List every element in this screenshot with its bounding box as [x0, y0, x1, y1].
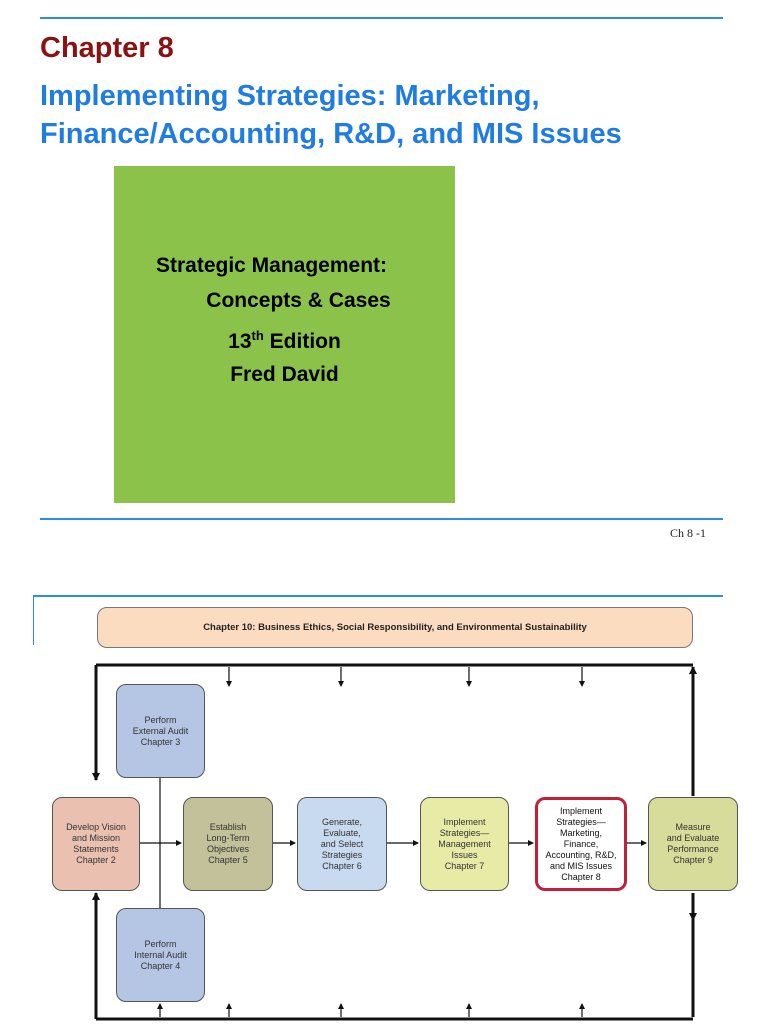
cover-title-line-1: Strategic Management:	[155, 254, 388, 277]
box-text-line: and Mission	[71, 833, 121, 843]
box-text-line: Chapter 9	[673, 855, 713, 865]
title-line-2: Finance/Accounting, R&D, and MIS Issues	[40, 118, 622, 150]
edition-word: Edition	[269, 330, 341, 353]
edition-suffix: th	[251, 328, 264, 343]
box-text-line: Finance,	[563, 838, 599, 849]
box-text-line: Strategies	[321, 849, 363, 860]
box-text-line: Chapter 6	[322, 860, 362, 871]
book-cover: Strategic Management: Concepts & Cases 1…	[114, 166, 455, 503]
cover-edition: 13th Edition	[114, 323, 455, 355]
box-text-line: Chapter 8	[561, 871, 601, 882]
title-line-1: Implementing Strategies: Marketing,	[40, 80, 540, 112]
left-margin-line	[33, 595, 34, 645]
box-text-line: and Evaluate	[666, 833, 720, 843]
chapter-heading: Chapter 8	[40, 32, 174, 64]
box-text-line: Objectives	[206, 844, 250, 854]
box-text-line: Chapter 3	[140, 736, 181, 747]
box-text-line: Internal Audit	[134, 949, 187, 960]
top-loop-arrows	[226, 667, 585, 687]
box-text-line: Generate,	[321, 816, 363, 827]
box-text-line: and MIS Issues	[549, 860, 612, 871]
box-text-line: Perform	[144, 714, 177, 725]
box-text-line: Evaluate,	[323, 827, 361, 838]
box-text-line: Chapter 7	[444, 860, 485, 871]
box-text-line: and Select	[320, 838, 364, 849]
box-text-line: Performance	[667, 844, 719, 854]
box-text-line: Chapter 2	[76, 855, 116, 865]
top-rule	[40, 17, 723, 19]
box-text-line: Perform	[144, 938, 177, 949]
box-text-line: Management	[438, 838, 491, 849]
box-text-line: Chapter 4	[140, 960, 181, 971]
box-text-line: Develop Vision	[66, 822, 126, 832]
box-text-line: Implement	[559, 805, 602, 816]
box-text-line: Strategies—	[556, 816, 606, 827]
box-text-line: Strategies—	[439, 827, 490, 838]
bottom-loop-arrows	[157, 1003, 585, 1017]
box-text-line: Accounting, R&D,	[545, 849, 617, 860]
box-text-line: Chapter 5	[208, 855, 248, 865]
feedback-loop	[92, 663, 697, 1021]
box-text-line: Measure	[675, 822, 711, 832]
page-label: Ch 8 -1	[670, 526, 706, 540]
top-rule-slide-2	[33, 595, 723, 597]
box-text-line: Implement	[443, 816, 486, 827]
box-text-line: Statements	[73, 844, 119, 854]
edition-number: 13	[228, 330, 252, 353]
box-text-line: Issues	[451, 849, 478, 860]
cover-title-line-2: Concepts & Cases	[206, 289, 391, 312]
box-text-line: Long-Term	[206, 833, 250, 843]
box-text-line: Establish	[209, 822, 247, 832]
box-text-line: External Audit	[132, 725, 189, 736]
box-text-line: Marketing,	[559, 827, 602, 838]
ethics-banner: Chapter 10: Business Ethics, Social Resp…	[97, 607, 693, 648]
cover-author: Fred David	[230, 363, 339, 386]
bottom-rule-slide-1	[40, 518, 723, 520]
